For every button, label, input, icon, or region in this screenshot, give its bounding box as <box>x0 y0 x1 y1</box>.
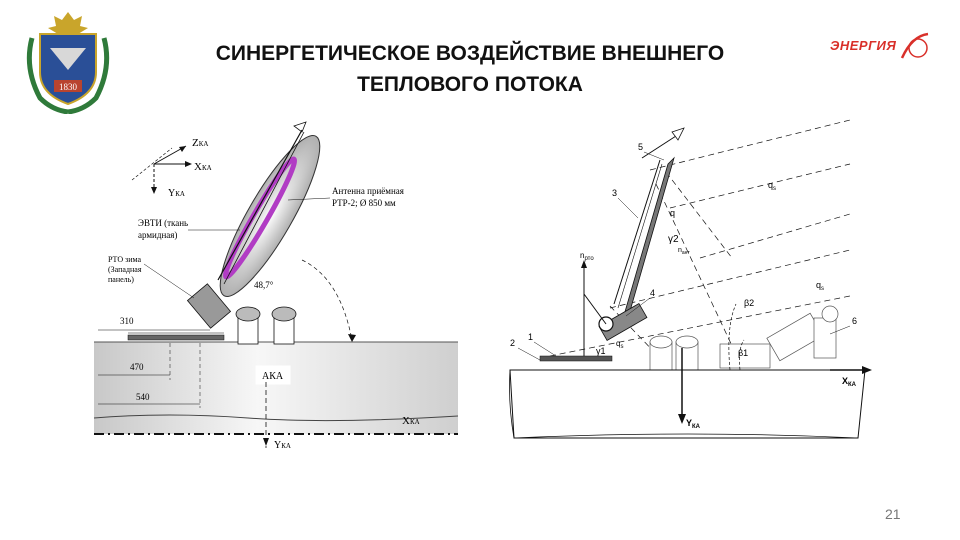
equipment-cluster <box>649 305 839 371</box>
beta2-label: β2 <box>744 298 754 308</box>
qs-mid-label: qs <box>816 280 824 292</box>
label-5: 5 <box>638 142 643 152</box>
title-line-2: ТЕПЛОВОГО ПОТОКА <box>357 73 583 96</box>
n-ant-label: nант <box>678 247 690 256</box>
angle-label: 48,7° <box>254 280 274 290</box>
evti-label-1: ЭВТИ (ткань <box>138 218 188 228</box>
rto-label-2: (Западная <box>108 265 142 274</box>
rto-label-3: панель) <box>108 275 134 284</box>
left-diagram: ZКА XКА YКА 310 470 540 48,7° Антенна пр… <box>93 121 459 451</box>
crest-year: 1830 <box>59 82 78 92</box>
title-line-1: СИНЕРГЕТИЧЕСКОЕ ВОЗДЕЙСТВИЕ ВНЕШНЕГО <box>215 42 725 65</box>
rto-plate <box>539 355 613 362</box>
antenna-label-1: Антенна приёмная <box>332 186 404 196</box>
axis-x-label: XКА <box>194 161 212 173</box>
rto-label-1: РТО зима <box>108 255 142 264</box>
aka-box <box>255 365 291 385</box>
x-ka-label: XКА <box>842 376 857 388</box>
brand-text: ЭНЕРГИЯ <box>830 38 897 53</box>
y-ka-label: YКА <box>686 418 701 430</box>
label-2: 2 <box>510 338 515 348</box>
page-number: 21 <box>885 506 901 522</box>
qs-low-label: qs <box>616 339 623 350</box>
label-4: 4 <box>650 288 655 298</box>
axis-y-label: YКА <box>168 188 185 199</box>
axis-triad <box>131 145 192 194</box>
beta1-label: β1 <box>738 348 748 358</box>
label-3: 3 <box>612 188 617 198</box>
energia-logo: ЭНЕРГИЯ <box>830 32 930 62</box>
antenna-label-2: РТР-2; Ø 850 мм <box>332 198 396 208</box>
n-rto-label: nрто <box>580 251 594 262</box>
label-1: 1 <box>528 332 533 342</box>
dim-470: 470 <box>130 362 144 372</box>
ground-y-label: YКА <box>274 440 291 451</box>
rocket-swoosh-icon <box>900 32 929 59</box>
rto-panel <box>127 334 225 341</box>
gamma1-label: γ1 <box>596 346 606 356</box>
ground-x-label: XКА <box>402 415 420 427</box>
antenna-assembly <box>583 127 685 341</box>
dim-540: 540 <box>136 392 150 402</box>
aka-label: АКА <box>262 371 284 382</box>
university-crest: 1830 <box>26 12 110 114</box>
antenna <box>186 121 321 345</box>
q-label: q <box>670 208 675 218</box>
antenna-evti-layer <box>222 156 298 280</box>
qs-top-label: qs <box>768 180 776 192</box>
page-title: СИНЕРГЕТИЧЕСКОЕ ВОЗДЕЙСТВИЕ ВНЕШНЕГО ТЕП… <box>140 38 800 100</box>
heat-flux-rays <box>539 119 851 359</box>
evti-label-2: армидная) <box>138 230 177 240</box>
dim-310: 310 <box>120 316 134 326</box>
label-6: 6 <box>852 316 857 326</box>
right-diagram: 5 3 4 1 2 6 q γ2 nант qs qs nрто β2 β1 γ… <box>509 119 872 439</box>
axis-z-label: ZКА <box>192 137 208 149</box>
gamma2-label: γ2 <box>668 234 679 245</box>
